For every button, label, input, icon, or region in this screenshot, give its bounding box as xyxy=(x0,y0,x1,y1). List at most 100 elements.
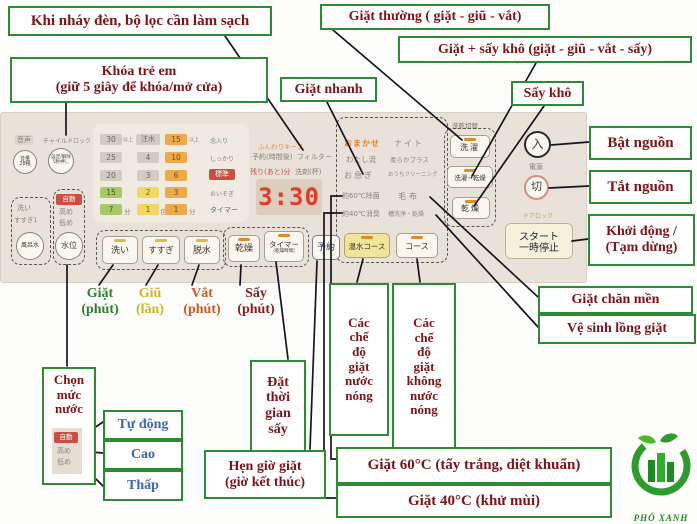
power-label: 電源 xyxy=(529,163,543,171)
rinse-3: 3 xyxy=(137,170,159,181)
hot-course-label: 温水コース xyxy=(348,241,386,251)
course-blanket: 毛布 xyxy=(398,192,420,201)
bath-water-group xyxy=(11,197,51,265)
childlock-set-release-button[interactable]: 設定/解除 5秒押し xyxy=(48,148,74,174)
spin-10: 10 xyxy=(165,152,187,163)
annotation-quick-wash: Giặt nhanh xyxy=(280,77,377,102)
mode-dry-button[interactable]: 乾燥 xyxy=(452,197,490,219)
time-display: 3:30 xyxy=(256,179,322,215)
course-row-2: しっかり xyxy=(210,156,235,163)
annotation-level-high: Cao xyxy=(103,440,183,470)
voice-label: 音声 xyxy=(15,135,33,145)
power-off-button[interactable]: 切 xyxy=(524,175,549,200)
remaining-label: 残り(あと)分 xyxy=(250,168,291,176)
pho-xanh-logo-icon xyxy=(631,433,691,496)
annotation-wash-60: Giặt 60°C (tẩy trắng, diệt khuẩn) xyxy=(336,447,612,484)
course-60c-sanitize: 約60℃除菌 xyxy=(342,192,380,200)
rinse-button[interactable]: すすぎ xyxy=(142,236,180,264)
annotation-child-lock: Khóa trẻ em (giữ 5 giây để khóa/mở cửa) xyxy=(10,57,268,103)
annotation-level-auto: Tự động xyxy=(103,410,183,440)
level-low-label: 低め xyxy=(59,219,73,227)
course-softplus: 柔らかプラス xyxy=(390,156,429,164)
course-standard-light: 標準 xyxy=(209,169,235,180)
spin-button[interactable]: 脱水 xyxy=(184,236,220,264)
dry-timer-group xyxy=(223,227,309,267)
mode-wash-led xyxy=(464,138,476,141)
power-on-button[interactable]: 入 xyxy=(524,131,551,158)
reserve-button[interactable]: 予約 xyxy=(312,235,340,260)
inset-low-label: 低め xyxy=(57,458,71,466)
course-tub-clean: 槽洗浄・乾燥 xyxy=(388,211,425,218)
volume-button[interactable]: 音量 28種 xyxy=(13,150,37,174)
mode-switch-label: 洗乾切替 xyxy=(452,122,478,130)
water-level-group xyxy=(53,189,85,265)
rinse-button-label: すすぎ xyxy=(148,245,174,256)
annotation-level-low: Thấp xyxy=(103,470,183,501)
wash-min-30: 30 xyxy=(100,134,122,145)
wash-min-20: 20 xyxy=(100,170,122,181)
dry-led xyxy=(238,238,250,241)
spin-over-mark: 以上 xyxy=(189,137,200,143)
course-home-cleaning: おうちクリーニング xyxy=(388,172,438,178)
course-omakase: おまかせ xyxy=(344,139,380,148)
annotation-reserve-timer: Hẹn giờ giặt (giờ kết thúc) xyxy=(204,450,326,499)
annotation-wash-plus-dry: Giặt + sấy khô (giặt - giũ - vắt - sấy) xyxy=(398,36,692,63)
course-button[interactable]: コース xyxy=(396,233,438,258)
annotation-power-on: Bật nguồn xyxy=(589,126,692,160)
hot-water-course-button[interactable]: 温水コース xyxy=(344,233,390,258)
mode-dry-label: 乾燥 xyxy=(461,204,481,214)
label-wash-minutes: Giặt (phút) xyxy=(81,286,119,318)
water-level-button[interactable]: 水位 xyxy=(55,232,83,260)
bath-water-button[interactable]: 風呂水 xyxy=(16,232,44,260)
annotation-cold-modes: Các chế độ giặt không nước nóng xyxy=(392,283,456,451)
spin-unit: 分 xyxy=(189,208,196,216)
filter-label: フィルター xyxy=(297,153,332,161)
course-night: ナイト xyxy=(394,139,424,148)
wash-min-25: 25 xyxy=(100,152,122,163)
annotation-set-dry-time: Đặt thời gian sấy xyxy=(250,360,306,452)
bath-rinse-label: すすぎ1 xyxy=(14,216,38,224)
spin-15: 15 xyxy=(165,134,187,145)
course-row-4: おいそぎ xyxy=(210,191,235,198)
spin-1: 1 xyxy=(165,204,187,215)
course-40c-deodorize: 約40℃消臭 xyxy=(342,210,380,218)
course-button-label: コース xyxy=(405,241,429,251)
wash-rinse-spin-group xyxy=(96,230,226,270)
label-spin-minutes: Vắt (phút) xyxy=(183,286,221,318)
reserve-button-label: 予約 xyxy=(316,243,335,254)
spin-button-label: 脱水 xyxy=(192,245,211,256)
rinse-led xyxy=(155,239,167,242)
spin-6: 6 xyxy=(165,170,187,181)
inset-high-label: 高め xyxy=(57,447,71,455)
annotation-dry-only: Sấy khô xyxy=(511,81,584,106)
rinse-header: 注水 xyxy=(136,134,160,145)
wash-min-7: 7 xyxy=(100,204,122,215)
mode-dry-led xyxy=(465,200,477,203)
annotation-wash-40: Giặt 40°C (khử mùi) xyxy=(336,484,612,518)
annotation-start-pause: Khởi động / (Tạm dừng) xyxy=(588,214,695,266)
course-row-1: 念入り xyxy=(210,138,229,145)
course-quick: お急ぎ xyxy=(344,171,374,180)
wash-button-label: 洗い xyxy=(110,245,129,256)
child-lock-label: チャイルドロック xyxy=(43,138,91,145)
rinse-unit: 回 xyxy=(161,206,168,216)
timer-column-label: タイマー xyxy=(210,206,238,214)
mode-wash-button[interactable]: 洗濯 xyxy=(450,135,490,158)
wash-button[interactable]: 洗い xyxy=(102,236,138,264)
door-lock-label: ドアロック xyxy=(523,213,554,220)
annotation-filter-clean: Khi nháy đèn, bộ lọc cần làm sạch xyxy=(8,6,272,36)
dry-timer-led xyxy=(278,234,290,237)
course-led xyxy=(411,236,423,239)
spin-led xyxy=(196,239,208,242)
start-pause-button[interactable]: スタート 一時停止 xyxy=(505,223,573,259)
dry-button[interactable]: 乾燥 xyxy=(228,235,260,262)
dry-timer-button[interactable]: タイマー(乾燥時間) xyxy=(264,231,304,262)
wash-min-15: 15 xyxy=(100,187,122,198)
spin-3: 3 xyxy=(165,187,187,198)
dry-button-label: 乾燥 xyxy=(234,244,253,255)
course-mystyle: わたし流 xyxy=(346,155,376,164)
dry-timer-label: タイマー xyxy=(269,240,299,250)
rinse-4: 4 xyxy=(137,152,159,163)
mode-wash-dry-button[interactable]: 洗濯→乾燥 xyxy=(447,166,493,188)
